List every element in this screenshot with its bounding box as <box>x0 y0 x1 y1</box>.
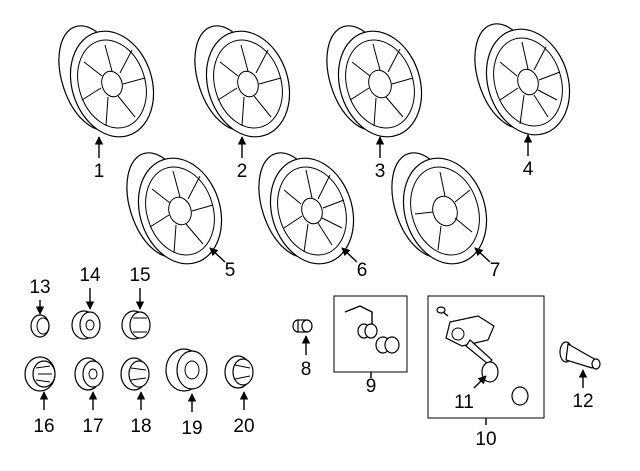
callout-2: 2 <box>237 161 248 182</box>
callout-6: 6 <box>357 260 368 281</box>
center-cap-16 <box>24 356 56 392</box>
callout-18: 18 <box>130 416 151 437</box>
wheel-1 <box>58 25 155 138</box>
callout-4: 4 <box>523 159 534 180</box>
center-cap-18 <box>120 357 150 391</box>
wheel-4 <box>474 23 571 136</box>
center-cap-13 <box>30 314 50 338</box>
callout-16: 16 <box>33 416 54 437</box>
valve-stem-12 <box>559 341 601 370</box>
center-cap-17 <box>74 357 104 391</box>
wheel-6 <box>258 152 355 265</box>
center-cap-20 <box>224 355 254 389</box>
callout-9: 9 <box>366 376 377 397</box>
center-cap-14 <box>71 310 101 340</box>
tpms-sensor-10 <box>436 306 529 406</box>
callout-15: 15 <box>129 265 150 286</box>
wheel-2 <box>194 25 291 138</box>
callout-20: 20 <box>233 416 254 437</box>
lug-nut-8 <box>292 319 313 333</box>
callout-14: 14 <box>79 265 101 286</box>
callout-3: 3 <box>375 161 386 182</box>
wheel-5 <box>126 152 223 265</box>
callout-11: 11 <box>454 392 474 413</box>
callout-12: 12 <box>572 391 593 412</box>
lock-kit-9 <box>344 305 400 354</box>
callout-19: 19 <box>181 418 202 439</box>
callout-13: 13 <box>29 277 50 298</box>
wheel-7 <box>391 152 488 265</box>
callout-7: 7 <box>490 260 501 281</box>
callout-17: 17 <box>82 416 103 437</box>
callout-8: 8 <box>301 359 312 380</box>
callout-1: 1 <box>94 161 105 182</box>
callout-5: 5 <box>225 260 236 281</box>
callout-10: 10 <box>475 429 496 450</box>
wheel-3 <box>326 25 423 138</box>
center-cap-19 <box>165 348 208 392</box>
center-cap-15 <box>121 310 151 340</box>
